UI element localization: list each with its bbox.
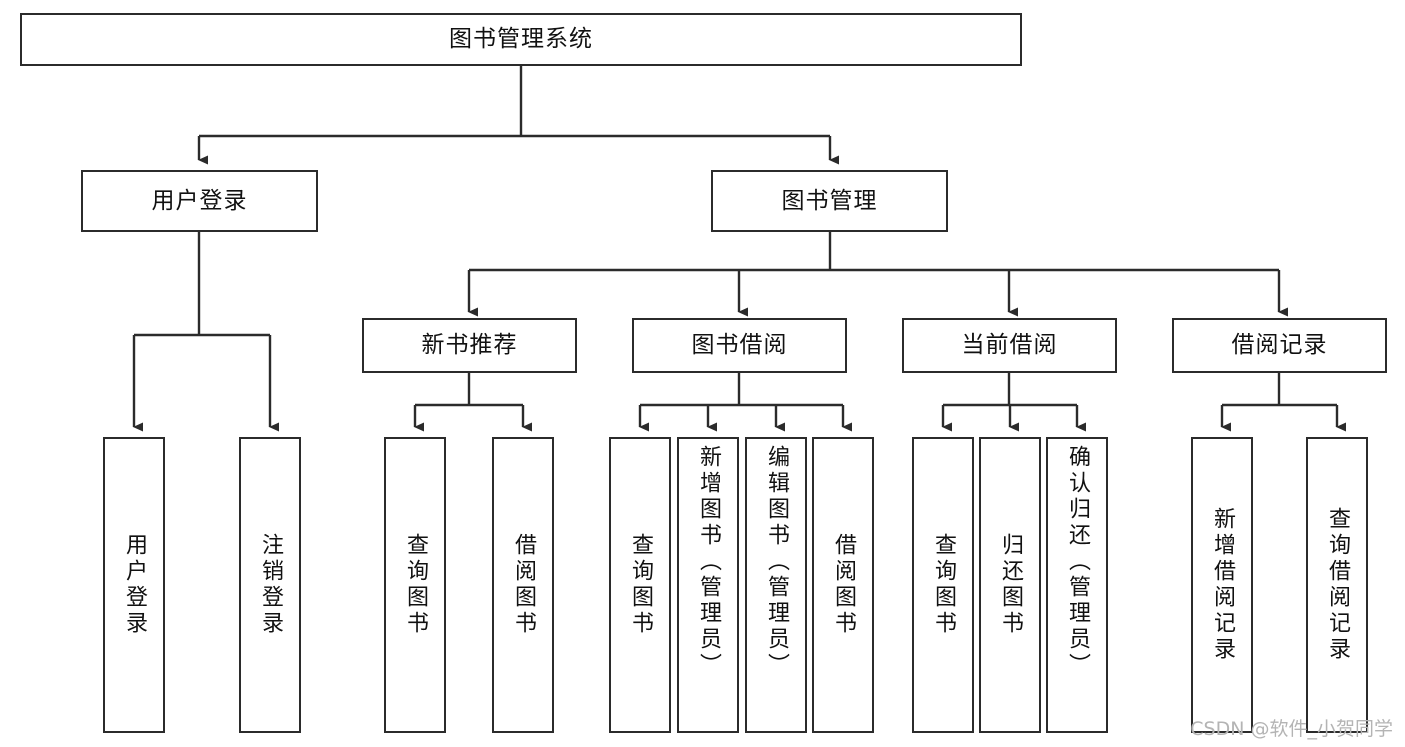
- leaf-borrow-add-book-admin[interactable]: 新增图书（管理员）: [677, 437, 739, 733]
- node-root-book-management-system[interactable]: 图书管理系统: [20, 13, 1022, 66]
- leaf-new-book-query-book[interactable]: 查询图书: [384, 437, 446, 733]
- node-label: 查询图书: [628, 533, 653, 637]
- node-current-borrow[interactable]: 当前借阅: [902, 318, 1117, 373]
- node-label: 查询图书: [931, 533, 956, 637]
- node-book-management[interactable]: 图书管理: [711, 170, 948, 232]
- node-label: 归还图书: [998, 533, 1023, 637]
- node-label: 用户登录: [122, 533, 147, 637]
- node-label: 图书管理系统: [449, 26, 593, 53]
- node-borrow-record[interactable]: 借阅记录: [1172, 318, 1387, 373]
- node-label: 新增借阅记录: [1210, 507, 1235, 663]
- leaf-borrow-query-book[interactable]: 查询图书: [609, 437, 671, 733]
- node-label: 图书管理: [781, 187, 878, 214]
- leaf-user-login-login[interactable]: 用户登录: [103, 437, 165, 733]
- node-label: 图书借阅: [691, 332, 788, 359]
- node-label: 借阅记录: [1231, 332, 1328, 359]
- csdn-watermark: CSDN @软件_小贺同学: [1190, 718, 1393, 740]
- node-label: 用户登录: [151, 187, 248, 214]
- node-label: 新增图书（管理员）: [696, 445, 721, 679]
- node-user-login[interactable]: 用户登录: [81, 170, 318, 232]
- leaf-record-add-record[interactable]: 新增借阅记录: [1191, 437, 1253, 733]
- node-label: 借阅图书: [511, 533, 536, 637]
- node-label: 当前借阅: [961, 332, 1058, 359]
- node-label: 查询图书: [403, 533, 428, 637]
- leaf-borrow-edit-book-admin[interactable]: 编辑图书（管理员）: [745, 437, 807, 733]
- leaf-user-login-logout[interactable]: 注销登录: [239, 437, 301, 733]
- leaf-borrow-borrow-book[interactable]: 借阅图书: [812, 437, 874, 733]
- node-label: 确认归还（管理员）: [1065, 445, 1090, 679]
- node-book-borrow[interactable]: 图书借阅: [632, 318, 847, 373]
- node-label: 编辑图书（管理员）: [764, 445, 789, 679]
- leaf-current-query-book[interactable]: 查询图书: [912, 437, 974, 733]
- leaf-current-confirm-return-admin[interactable]: 确认归还（管理员）: [1046, 437, 1108, 733]
- leaf-new-book-borrow-book[interactable]: 借阅图书: [492, 437, 554, 733]
- leaf-current-return-book[interactable]: 归还图书: [979, 437, 1041, 733]
- leaf-record-query-record[interactable]: 查询借阅记录: [1306, 437, 1368, 733]
- node-label: 注销登录: [258, 533, 283, 637]
- node-new-book-recommend[interactable]: 新书推荐: [362, 318, 577, 373]
- node-label: 借阅图书: [831, 533, 856, 637]
- node-label: 查询借阅记录: [1325, 507, 1350, 663]
- node-label: 新书推荐: [421, 332, 518, 359]
